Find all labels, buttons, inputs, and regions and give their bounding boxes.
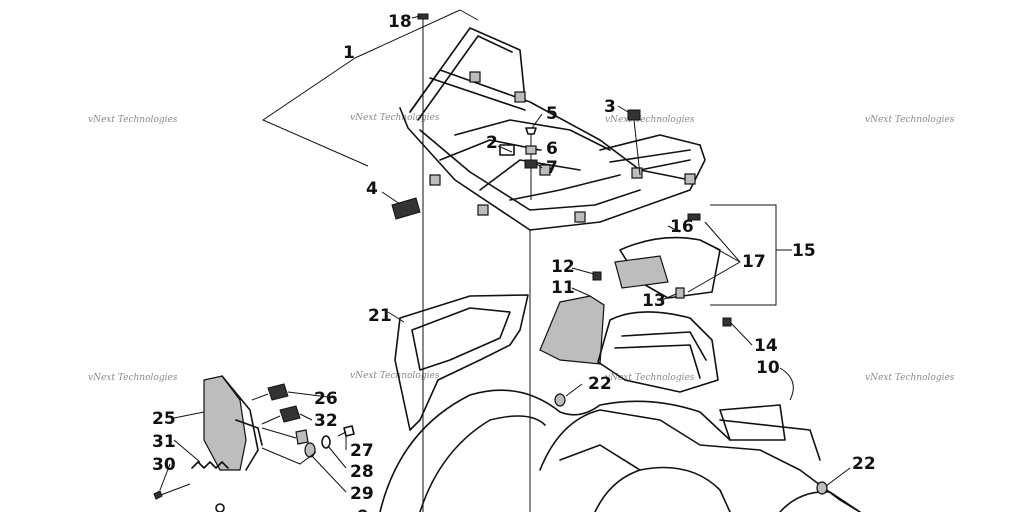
bolt-icon <box>153 483 225 512</box>
callout-30: 30 <box>152 455 176 475</box>
callout-4: 4 <box>366 179 378 199</box>
tail-light-icon <box>203 375 263 471</box>
callout-31: 31 <box>152 432 176 452</box>
callout-27: 27 <box>350 441 374 461</box>
watermark-text: vNext Technologies <box>350 113 440 123</box>
callout-10: 10 <box>756 358 780 378</box>
callout-22: 22 <box>588 374 612 394</box>
callout-32: 32 <box>314 411 338 431</box>
side-panel-icon <box>387 294 529 431</box>
leader-lines-light <box>261 427 317 465</box>
spring-icon <box>191 461 229 469</box>
callout-9: 9 <box>357 507 369 512</box>
callout-29: 29 <box>350 484 374 504</box>
rear-fender-icon <box>379 389 861 512</box>
callout-18: 18 <box>388 12 412 32</box>
bolt-icon <box>251 383 301 425</box>
leader-17 <box>687 221 741 293</box>
callouts: 18 1 2 3 4 5 6 7 16 15 17 12 11 13 14 10… <box>152 12 876 512</box>
callout-6: 6 <box>546 139 558 159</box>
callout-17: 17 <box>742 252 766 272</box>
watermark-text: vNext Technologies <box>865 115 955 125</box>
callout-26: 26 <box>314 389 338 409</box>
callout-16: 16 <box>670 217 694 237</box>
bolt-icon <box>337 425 355 437</box>
callout-15: 15 <box>792 241 816 261</box>
rack-bracket <box>261 9 479 167</box>
callout-14: 14 <box>754 336 778 356</box>
hand-grip-icon <box>381 191 421 220</box>
bolt-icon <box>524 127 538 200</box>
callout-13: 13 <box>642 291 666 311</box>
washer-icon <box>304 435 331 458</box>
callout-1: 1 <box>343 43 355 63</box>
callout-25: 25 <box>152 409 176 429</box>
washer-icon <box>554 393 828 495</box>
callout-11: 11 <box>551 278 575 298</box>
watermark-text: vNext Technologies <box>605 115 695 125</box>
callout-7: 7 <box>546 158 558 178</box>
callout-12: 12 <box>551 257 575 277</box>
watermarks: vNext Technologies vNext Technologies vN… <box>88 113 955 383</box>
watermark-text: vNext Technologies <box>865 373 955 383</box>
callout-3: 3 <box>604 97 616 117</box>
callout-22: 22 <box>852 454 876 474</box>
nut-icon <box>295 429 309 445</box>
group-bracket-15 <box>710 204 792 306</box>
leader-lines <box>159 15 851 493</box>
watermark-text: vNext Technologies <box>88 115 178 125</box>
watermark-text: vNext Technologies <box>605 373 695 383</box>
callout-2: 2 <box>486 133 498 153</box>
callout-21: 21 <box>368 306 392 326</box>
watermark-text: vNext Technologies <box>88 373 178 383</box>
watermark-text: vNext Technologies <box>350 371 440 381</box>
callout-28: 28 <box>350 462 374 482</box>
callout-5: 5 <box>546 104 558 124</box>
storage-box-icon <box>539 271 786 441</box>
storage-lid-icon <box>614 213 721 299</box>
rear-rack-icon <box>399 27 706 231</box>
bolt-icon <box>627 109 641 176</box>
